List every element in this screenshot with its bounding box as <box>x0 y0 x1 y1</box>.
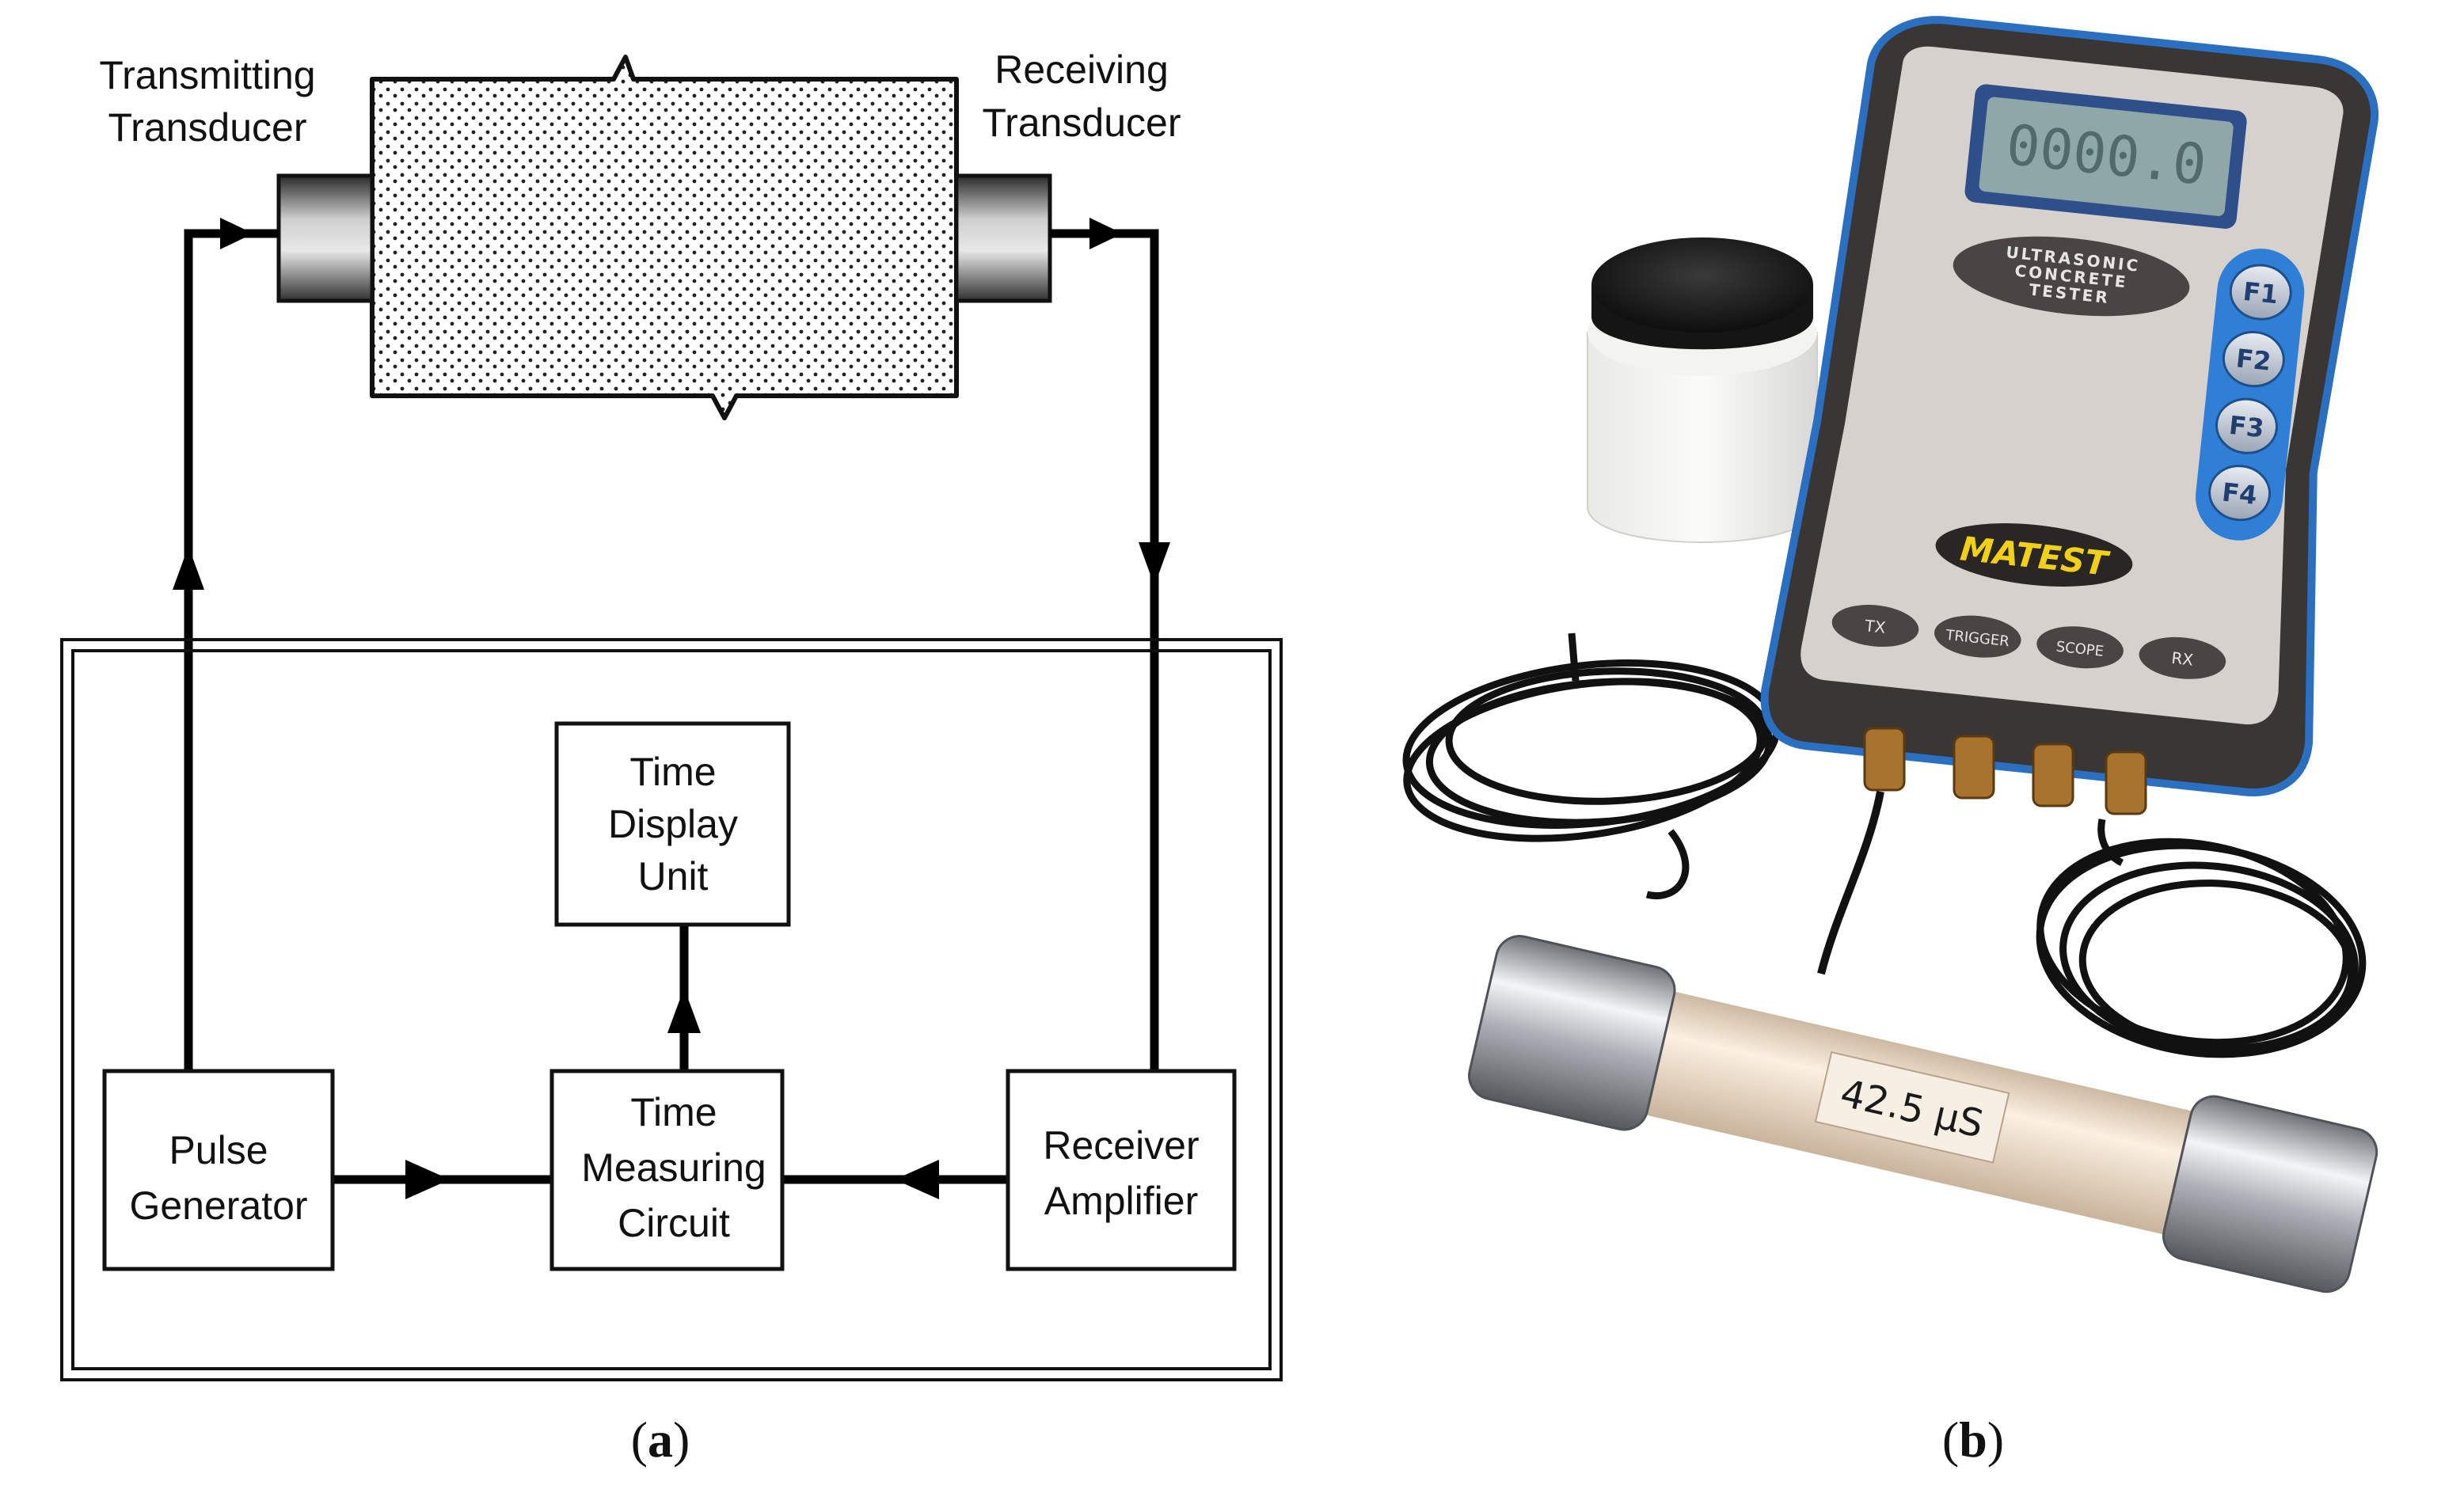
arrow-down-receiver-line <box>1139 542 1170 586</box>
left-cable-coil <box>1402 633 1781 899</box>
calibration-rod: 42.5 μS <box>1468 935 2378 1294</box>
transmitting-label-line1: Transmitting <box>99 53 315 97</box>
center-cable <box>1817 791 1884 975</box>
caption-b: (b) <box>1942 1411 2004 1468</box>
panel-b-photo: 0000.0 ULTRASONIC CONCRETE TESTER F1 F2 … <box>1402 16 2379 1468</box>
right-cable-coil <box>2036 819 2367 1058</box>
transmitting-label-line2: Transducer <box>108 105 306 150</box>
arrow-from-receiver <box>1089 218 1123 249</box>
arrow-up-pulse-line <box>173 546 204 590</box>
pulse-label-line2: Generator <box>129 1183 307 1228</box>
bnc-connectors <box>1863 727 2147 815</box>
arrow-to-transmitter <box>220 218 253 249</box>
rx-button-label: RX <box>2170 648 2194 670</box>
instrument-enclosure-outer <box>60 638 1283 1381</box>
function-key-strip <box>2196 249 2305 541</box>
scope-button[interactable] <box>2035 622 2126 672</box>
measuring-label-line2: Measuring <box>581 1145 766 1190</box>
time-display-label-line3: Unit <box>638 854 709 898</box>
measuring-label-line1: Time <box>630 1090 717 1134</box>
ultrasonic-tester-device: 0000.0 ULTRASONIC CONCRETE TESTER F1 F2 … <box>1760 16 2379 796</box>
concrete-specimen <box>370 55 959 420</box>
f4-key[interactable] <box>2207 463 2272 523</box>
caption-a: (a) <box>631 1411 690 1468</box>
rx-button[interactable] <box>2137 633 2228 683</box>
arrowheads <box>173 218 1170 1199</box>
receiving-transducer-shape <box>954 173 1052 303</box>
lcd-screen <box>1979 97 2234 216</box>
measuring-label-line3: Circuit <box>618 1201 730 1245</box>
trigger-button[interactable] <box>1932 612 2023 662</box>
receiver-label-line1: Receiver <box>1043 1123 1199 1168</box>
arrow-pulse-to-circuit <box>405 1160 450 1199</box>
f3-key-label: F3 <box>2227 410 2265 443</box>
receiver-label-line2: Amplifier <box>1044 1179 1198 1223</box>
rod-right-cap <box>2162 1095 2378 1294</box>
tx-button-label: TX <box>1863 616 1887 637</box>
receiver-amplifier-block <box>1006 1069 1237 1271</box>
arrow-amplifier-to-circuit <box>895 1160 939 1199</box>
arrow-circuit-to-display <box>667 988 701 1033</box>
bottom-buttons: TX TRIGGER SCOPE RX <box>1830 601 2228 683</box>
couplant-jar <box>1587 237 1818 543</box>
f1-key[interactable] <box>2228 262 2294 322</box>
f1-key-label: F1 <box>2242 276 2280 310</box>
brand-badge <box>1935 523 2133 587</box>
rod-left-cap <box>1468 935 1676 1131</box>
panel-a-diagram: Transmitting Transducer Receiving Transd… <box>60 47 1283 1468</box>
transmitting-transducer-shape <box>276 173 375 303</box>
receiving-label-line2: Transducer <box>982 101 1181 145</box>
time-measuring-circuit-block <box>549 1069 785 1271</box>
tx-button[interactable] <box>1830 601 1921 651</box>
time-display-label-line2: Display <box>608 802 738 846</box>
f4-key-label: F4 <box>2221 477 2259 510</box>
pulse-generator-block <box>102 1069 335 1271</box>
instrument-enclosure-inner <box>71 649 1272 1370</box>
device-title-oval <box>1953 236 2190 317</box>
f2-key[interactable] <box>2221 329 2287 389</box>
time-display-unit-block <box>554 721 791 927</box>
rod-label-tag <box>1814 1050 2010 1164</box>
pulse-label-line1: Pulse <box>169 1128 268 1172</box>
function-keys: F1 F2 F3 F4 <box>2207 262 2294 523</box>
f2-key-label: F2 <box>2234 343 2272 376</box>
f3-key[interactable] <box>2214 396 2280 456</box>
receiving-label-line1: Receiving <box>994 47 1169 92</box>
time-display-label-line1: Time <box>629 750 716 794</box>
